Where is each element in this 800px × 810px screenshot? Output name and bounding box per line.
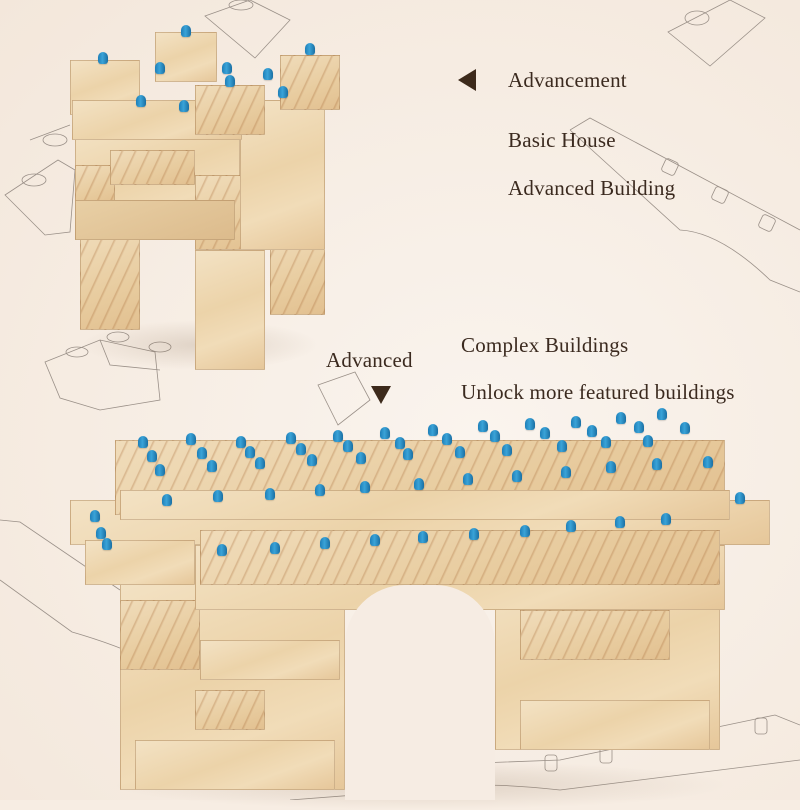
peg (217, 544, 227, 556)
peg (512, 470, 522, 482)
peg (403, 448, 413, 460)
peg (186, 433, 196, 445)
peg (735, 492, 745, 504)
caption-basic-house: Basic House (508, 128, 616, 152)
peg (463, 473, 473, 485)
peg (540, 427, 550, 439)
arch-opening (345, 585, 495, 800)
peg (320, 537, 330, 549)
peg (162, 494, 172, 506)
peg (502, 444, 512, 456)
peg (601, 436, 611, 448)
tower-leg-front (195, 250, 265, 370)
peg (525, 418, 535, 430)
triangle-down-icon (371, 386, 391, 404)
peg (370, 534, 380, 546)
peg (181, 25, 191, 37)
tower-brick (110, 150, 195, 185)
peg (90, 510, 100, 522)
tower-top-block (155, 32, 217, 82)
caption-advanced: Advanced (326, 348, 413, 372)
peg (606, 461, 616, 473)
peg (207, 460, 217, 472)
peg (307, 454, 317, 466)
peg (587, 425, 597, 437)
peg (296, 443, 306, 455)
arch-brick (120, 600, 200, 670)
peg (469, 528, 479, 540)
peg (333, 430, 343, 442)
peg (566, 520, 576, 532)
peg (315, 484, 325, 496)
peg (657, 408, 667, 420)
arch-brick (200, 640, 340, 680)
peg (442, 433, 452, 445)
peg (380, 427, 390, 439)
peg (343, 440, 353, 452)
peg (680, 422, 690, 434)
arch-top-band (120, 490, 730, 520)
peg (703, 456, 713, 468)
peg (136, 95, 146, 107)
peg (222, 62, 232, 74)
peg (197, 447, 207, 459)
peg (270, 542, 280, 554)
peg (652, 458, 662, 470)
peg (263, 68, 273, 80)
peg (213, 490, 223, 502)
peg (360, 481, 370, 493)
peg (418, 531, 428, 543)
peg (305, 43, 315, 55)
peg (561, 466, 571, 478)
tower-band (75, 200, 235, 240)
peg (138, 436, 148, 448)
arch-brick (135, 740, 335, 790)
peg (455, 446, 465, 458)
peg (236, 436, 246, 448)
tower-top-block (195, 85, 265, 135)
arch-brick (195, 690, 265, 730)
caption-unlock-more: Unlock more featured buildings (461, 380, 735, 404)
peg (147, 450, 157, 462)
peg (278, 86, 288, 98)
peg (616, 412, 626, 424)
peg (255, 457, 265, 469)
peg (661, 513, 671, 525)
peg (414, 478, 424, 490)
peg (520, 525, 530, 537)
peg (643, 435, 653, 447)
peg (634, 421, 644, 433)
peg (98, 52, 108, 64)
peg (428, 424, 438, 436)
peg (179, 100, 189, 112)
peg (265, 488, 275, 500)
tower-top-block (280, 55, 340, 110)
peg (155, 62, 165, 74)
peg (557, 440, 567, 452)
peg (615, 516, 625, 528)
peg (155, 464, 165, 476)
tower-leg-left (80, 230, 140, 330)
arch-middle-row (200, 530, 720, 585)
peg (286, 432, 296, 444)
peg (225, 75, 235, 87)
arch-brick (520, 610, 670, 660)
peg (356, 452, 366, 464)
peg (571, 416, 581, 428)
peg (245, 446, 255, 458)
peg (478, 420, 488, 432)
triangle-left-icon (458, 69, 476, 91)
peg (490, 430, 500, 442)
tower-brick (75, 165, 115, 205)
arch-brick (520, 700, 710, 750)
peg (395, 437, 405, 449)
peg (96, 527, 106, 539)
caption-advanced-building: Advanced Building (508, 176, 676, 200)
peg (102, 538, 112, 550)
caption-advancement: Advancement (508, 68, 627, 92)
caption-complex-buildings: Complex Buildings (461, 333, 629, 357)
